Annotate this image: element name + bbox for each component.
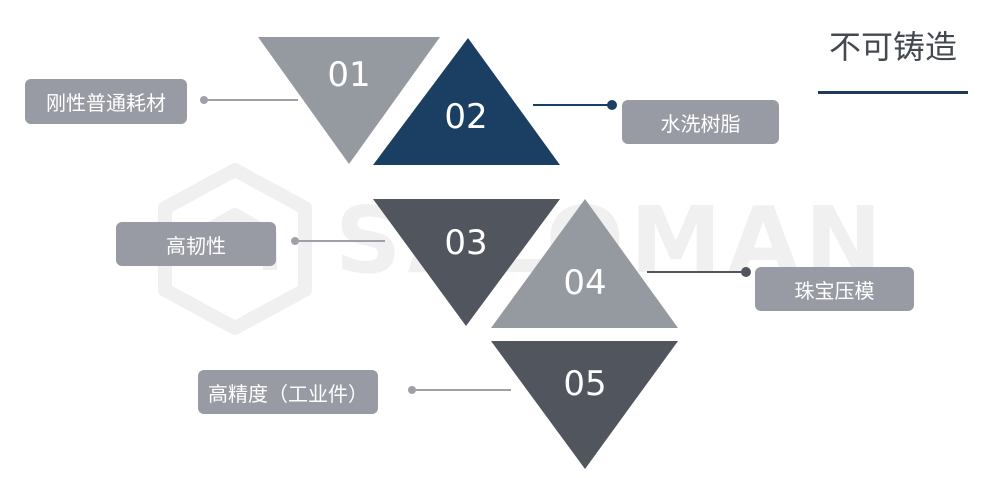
connector-dot-05 — [408, 386, 416, 394]
step-label-02: 水洗树脂 — [622, 100, 779, 144]
connector-02 — [533, 100, 617, 110]
page-title: 不可铸造 — [828, 28, 957, 66]
step-label-01: 刚性普通耗材 — [25, 79, 187, 124]
step-number-02: 02 — [444, 97, 487, 137]
step-label-05: 高精度（工业件） — [198, 370, 378, 414]
connector-dot-04 — [741, 267, 751, 277]
connector-04 — [647, 267, 751, 277]
step-label-03: 高韧性 — [116, 222, 276, 266]
connector-01 — [200, 96, 298, 104]
triangle-01 — [258, 37, 440, 164]
step-label-04: 珠宝压模 — [755, 267, 914, 311]
triangle-05 — [491, 341, 678, 469]
step-number-03: 03 — [444, 223, 487, 263]
triangle-04 — [491, 199, 678, 328]
connector-05 — [408, 386, 511, 394]
connector-dot-02 — [607, 100, 617, 110]
connector-dot-03 — [291, 237, 299, 245]
step-number-05: 05 — [563, 364, 606, 404]
triangle-02 — [373, 38, 560, 165]
triangle-03 — [373, 199, 560, 326]
step-number-04: 04 — [563, 263, 606, 303]
title-underline — [818, 91, 968, 94]
connector-03 — [291, 237, 385, 245]
connector-dot-01 — [200, 96, 208, 104]
step-number-01: 01 — [327, 55, 370, 95]
